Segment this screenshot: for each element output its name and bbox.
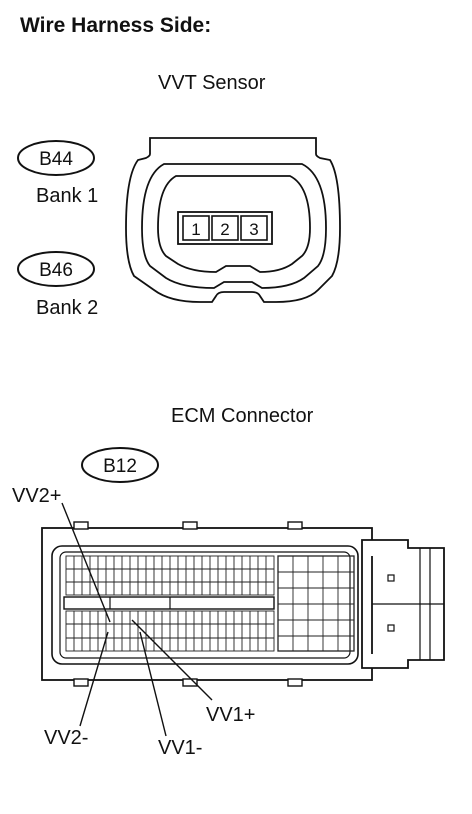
connector-b44-badge: B44 [17, 140, 95, 176]
vvt-sensor-pins: 1 2 3 [182, 215, 268, 241]
connector-b46-badge: B46 [17, 251, 95, 287]
diagram-heading: Wire Harness Side: [20, 14, 212, 37]
connector-b12-badge: B12 [81, 447, 159, 483]
connector-b44-code: B44 [39, 149, 73, 170]
vv2-plus-label: VV2+ [12, 485, 62, 507]
connector-b46-code: B46 [39, 260, 73, 281]
vvt-pin-2-number: 2 [220, 220, 229, 239]
vv1-minus-label: VV1- [158, 737, 203, 759]
bank-2-label: Bank 2 [36, 297, 99, 319]
vv1-plus-leader [131, 619, 213, 701]
vv1-plus-label: VV1+ [206, 704, 256, 726]
vvt-pin-2-cell [211, 215, 239, 241]
vv2-plus-leader [61, 502, 111, 623]
ecm-pin-grid [65, 555, 355, 652]
ecm-connector-title: ECM Connector [171, 405, 314, 427]
vvt-pin-3-cell [240, 215, 268, 241]
bank-1-label: Bank 1 [36, 185, 99, 207]
vv2-minus-leader [79, 631, 109, 727]
pin-leader-lines [61, 502, 213, 737]
vv1-minus-leader [139, 631, 167, 737]
vvt-pin-1-number: 1 [191, 220, 200, 239]
vvt-sensor-title: VVT Sensor [158, 72, 266, 94]
vvt-pin-1-cell [182, 215, 210, 241]
vvt-sensor-connector [125, 137, 341, 303]
connector-b12-code: B12 [103, 456, 137, 477]
vvt-pin-3-number: 3 [249, 220, 258, 239]
vv2-minus-label: VV2- [44, 727, 89, 749]
